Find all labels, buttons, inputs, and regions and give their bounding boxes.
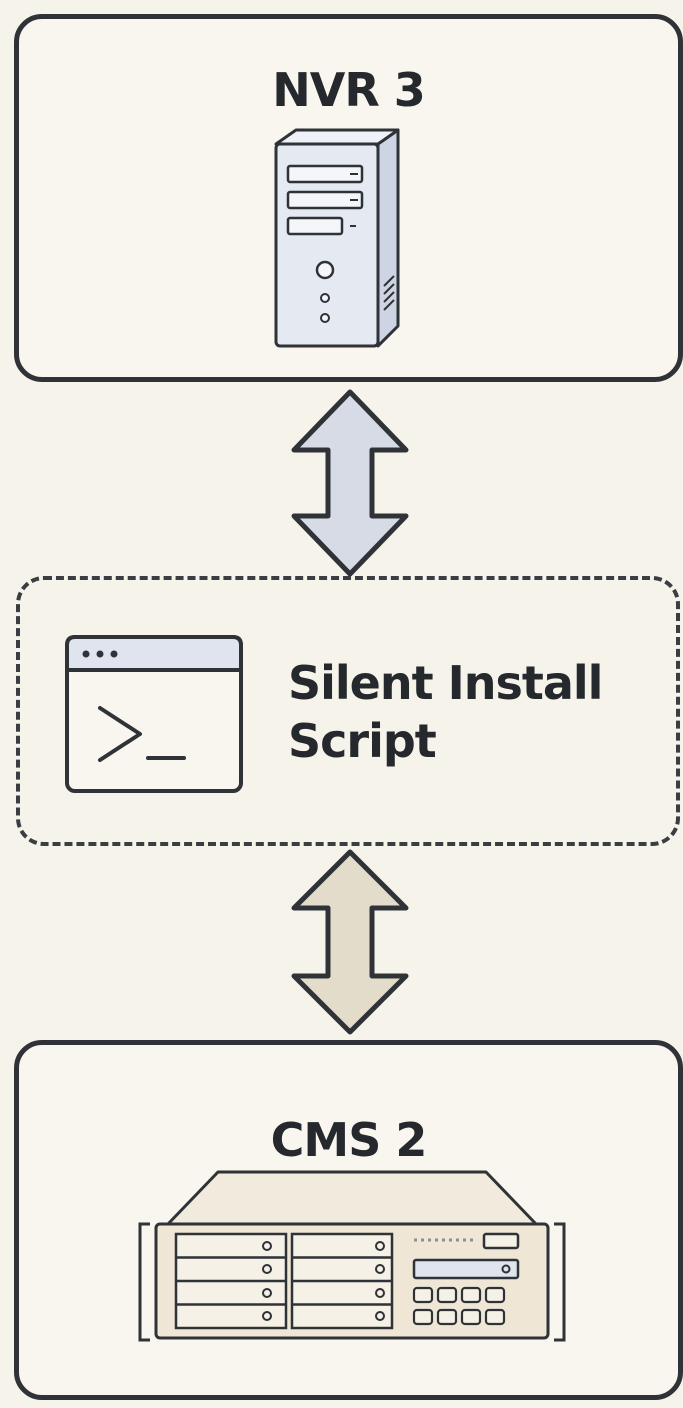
script-label-line-1: Silent Install (288, 656, 603, 710)
script-label-line-2: Script (288, 714, 437, 768)
tower-server-icon (274, 128, 400, 348)
rack-server-icon (138, 1170, 566, 1342)
bidirectional-arrow-bottom (291, 849, 409, 1035)
nvr-title: NVR 3 (272, 63, 426, 117)
silent-install-script-node (16, 576, 680, 846)
cms-title: CMS 2 (270, 1113, 428, 1167)
terminal-window-icon (65, 635, 243, 793)
bidirectional-arrow-top (291, 389, 409, 577)
silent-install-script-label: Silent Install Script (288, 654, 603, 770)
